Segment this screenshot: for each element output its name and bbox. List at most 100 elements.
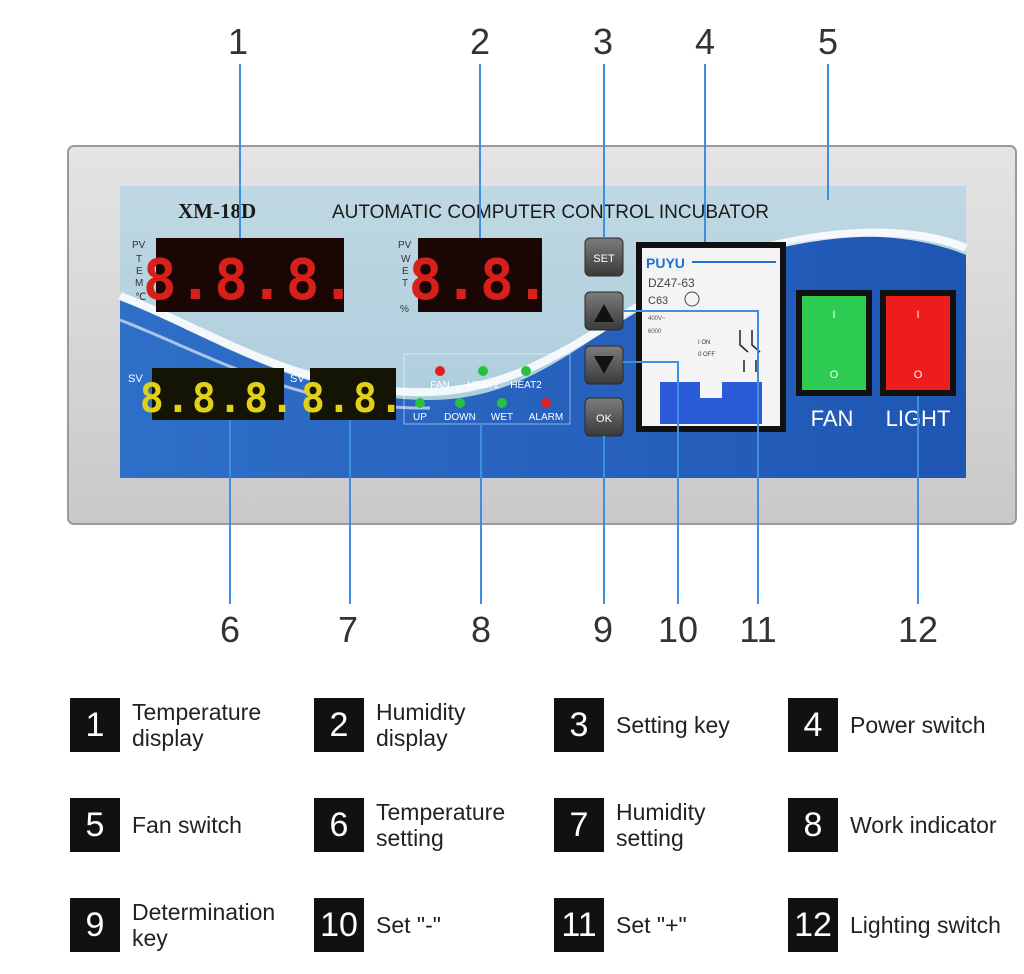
callout-number-2: 2	[469, 21, 491, 62]
led-alarm-label: ALARM	[529, 412, 563, 423]
legend-item-10: 10 Set "-"	[314, 898, 441, 952]
led-up	[415, 398, 425, 408]
breaker-off-label: 0 OFF	[698, 352, 715, 358]
legend-number-3: 3	[554, 698, 604, 752]
hum-setting-screen	[310, 368, 396, 420]
fan-switch-off-mark: O	[830, 369, 839, 381]
led-wet	[497, 398, 507, 408]
legend-number-11: 11	[554, 898, 604, 952]
light-switch[interactable]: I O LIGHT	[880, 290, 956, 431]
callout-number-6: 6	[219, 609, 241, 650]
light-switch-off-mark: O	[914, 369, 923, 381]
indicator-outline	[403, 353, 571, 425]
model-label: XM-18D	[178, 199, 256, 223]
breaker-spec1: 400V~	[648, 316, 666, 322]
panel-title: AUTOMATIC COMPUTER CONTROL INCUBATOR	[332, 202, 769, 223]
legend-text-1: Temperature display	[132, 698, 262, 751]
legend-item-7: 7 Humidity setting	[554, 798, 705, 852]
legend-text-12: Lighting switch	[850, 911, 1001, 938]
led-heat2	[521, 366, 531, 376]
temp-setting-screen	[152, 368, 284, 420]
fan-switch-on-mark: I	[832, 309, 835, 321]
hum-display-digits: 8.8.	[409, 248, 552, 313]
temp-setting-label: SV	[128, 373, 143, 385]
hum-side-label-w: W	[401, 254, 411, 265]
temperature-display: PV T E M ℃ 8.8.8.	[132, 238, 355, 313]
legend-item-2: 2 Humidity display	[314, 698, 465, 752]
legend-item-9: 9 Determination key	[70, 898, 275, 952]
legend-item-6: 6 Temperature setting	[314, 798, 505, 852]
led-down	[455, 398, 465, 408]
hum-setting-digits: 8.8.	[301, 376, 405, 422]
breaker-cert-icon	[684, 291, 700, 307]
hum-display-screen	[418, 238, 542, 312]
legend-item-11: 11 Set "+"	[554, 898, 687, 952]
legend-text-8: Work indicator	[850, 811, 997, 838]
light-switch-rocker[interactable]	[886, 296, 950, 390]
led-alarm	[541, 398, 551, 408]
legend-number-9: 9	[70, 898, 120, 952]
legend-number-2: 2	[314, 698, 364, 752]
breaker-model: DZ47-63	[648, 276, 695, 290]
legend-text-3: Setting key	[616, 711, 730, 738]
breaker-rating: C63	[648, 295, 668, 307]
legend-number-6: 6	[314, 798, 364, 852]
led-down-label: DOWN	[444, 412, 476, 423]
ok-key-label: OK	[596, 413, 613, 425]
hum-side-label-unit: %	[400, 304, 409, 315]
breaker-on-label: I ON	[698, 340, 710, 346]
temp-side-label-m: M	[135, 278, 143, 289]
temperature-setting-display: SV 8.8.8.	[128, 368, 294, 422]
legend-number-12: 12	[788, 898, 838, 952]
legend-item-4: 4 Power switch	[788, 698, 985, 752]
breaker-toggle-slot	[700, 382, 722, 398]
legend-number-8: 8	[788, 798, 838, 852]
fan-switch[interactable]: I O FAN	[796, 290, 872, 431]
legend-item-3: 3 Setting key	[554, 698, 730, 752]
led-up-label: UP	[413, 412, 427, 423]
temp-display-screen	[156, 238, 344, 312]
up-arrow-icon	[594, 304, 614, 322]
legend-item-12: 12 Lighting switch	[788, 898, 1001, 952]
breaker-schematic-icon	[739, 330, 761, 372]
light-switch-on-mark: I	[916, 309, 919, 321]
legend-item-8: 8 Work indicator	[788, 798, 997, 852]
hum-side-label-e: E	[402, 266, 409, 277]
breaker-spec2: 6000	[648, 329, 662, 335]
callout-number-3: 3	[592, 21, 614, 62]
callout-number-8: 8	[470, 609, 492, 650]
plus-key[interactable]	[584, 291, 624, 331]
set-key-label: SET	[593, 253, 615, 265]
legend-number-4: 4	[788, 698, 838, 752]
temp-side-label-e: E	[136, 266, 143, 277]
ok-key[interactable]: OK	[584, 397, 624, 437]
temp-side-label-unit: ℃	[135, 292, 146, 303]
temp-side-label-pv: PV	[132, 240, 146, 251]
legend-text-11: Set "+"	[616, 911, 687, 938]
callout-number-11: 11	[739, 609, 777, 650]
callout-number-10: 10	[657, 609, 699, 650]
callout-number-12: 12	[897, 609, 939, 650]
legend-text-5: Fan switch	[132, 811, 242, 838]
callout-number-5: 5	[817, 21, 839, 62]
led-fan-label: FAN	[430, 380, 449, 391]
legend-text-9: Determination key	[132, 898, 276, 951]
minus-key[interactable]	[584, 345, 624, 385]
fan-switch-rocker[interactable]	[802, 296, 866, 390]
callout-number-1: 1	[227, 21, 249, 62]
legend-text-4: Power switch	[850, 711, 986, 738]
legend-text-6: Temperature setting	[376, 798, 506, 851]
legend-number-1: 1	[70, 698, 120, 752]
callout-number-7: 7	[337, 609, 359, 650]
callout-number-4: 4	[694, 21, 716, 62]
legend-item-5: 5 Fan switch	[70, 798, 242, 852]
set-key[interactable]: SET	[584, 237, 624, 277]
humidity-setting-display: SV 8.8.	[290, 368, 405, 422]
panel-white-swoosh	[118, 228, 968, 397]
legend-number-7: 7	[554, 798, 604, 852]
led-fan	[435, 366, 445, 376]
hum-side-label-t: T	[402, 278, 408, 289]
led-heat1-label: HEAT1	[467, 380, 499, 391]
legend-item-1: 1 Temperature display	[70, 698, 261, 752]
power-switch-breaker[interactable]: PUYU DZ47-63 C63 400V~ 6000 I ON 0 OFF	[636, 242, 786, 432]
